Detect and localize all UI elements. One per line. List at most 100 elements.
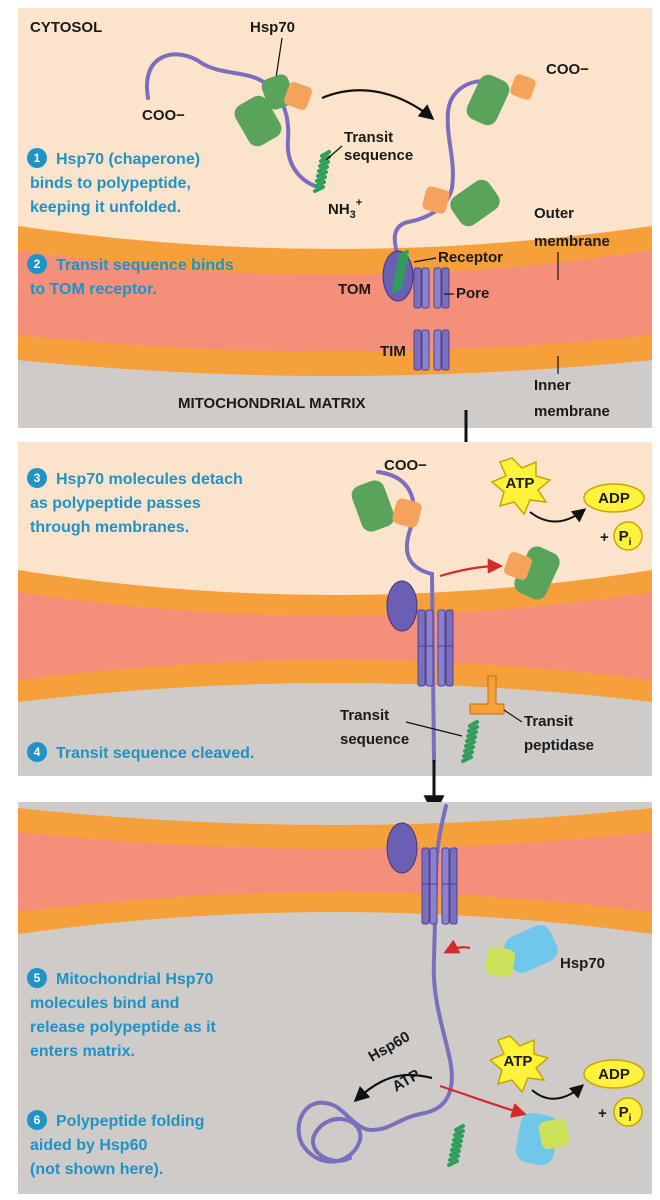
hsp70-complex-left <box>234 74 312 147</box>
matrix-background <box>18 360 652 428</box>
pi-badge <box>613 1097 643 1127</box>
plus-sign: + <box>598 1105 607 1122</box>
adp-label: ADP <box>598 1066 630 1083</box>
mito-hsp70-bind-arrow <box>443 939 471 954</box>
step-5-text-line2: molecules bind and <box>30 995 179 1012</box>
transit-peptidase <box>469 675 505 715</box>
step-1: 1 Hsp70 (chaperone) binds to polypeptide… <box>27 148 200 216</box>
panel-3: Hsp70 ATP ADP + Pi Hsp60 ATP 5 Mitochond… <box>18 802 652 1194</box>
mito-hsp70-release-arrow <box>439 1084 527 1118</box>
transit-leader <box>405 721 463 737</box>
step-2-text-line1: Transit sequence binds <box>56 257 234 274</box>
step-5-number: 5 <box>34 971 41 985</box>
hsp70-green-domain <box>466 74 510 126</box>
pi-badge <box>613 521 643 551</box>
step-3-badge <box>27 468 47 488</box>
transit-leader <box>325 145 343 161</box>
outer-membrane-label-2: membrane <box>534 233 610 250</box>
pi-label: Pi <box>619 1104 632 1124</box>
hsp70-orange-domain <box>284 82 312 110</box>
step-1-number: 1 <box>34 151 41 165</box>
hsp70-green-domain <box>234 95 282 147</box>
nh3-label: NH3+ <box>328 197 362 221</box>
pi-label: Pi <box>619 528 632 548</box>
hsp70-release-arrow <box>439 558 504 578</box>
transit-label-1: Transit <box>344 129 393 146</box>
cytosol-label: CYTOSOL <box>30 19 102 36</box>
polypeptide-chain <box>376 470 436 762</box>
step-3-text-line3: through membranes. <box>30 519 189 536</box>
hsp70-label: Hsp70 <box>250 19 295 36</box>
step-3-text-line1: Hsp70 molecules detach <box>56 471 243 488</box>
adp-badge <box>583 1059 645 1089</box>
transit-label-2: sequence <box>340 731 409 748</box>
hsp70-complex-right-bottom <box>422 179 500 227</box>
mito-hsp70-complex-bottom <box>515 1112 570 1166</box>
hsp70-green-domain <box>351 480 395 532</box>
step-1-text-line1: Hsp70 (chaperone) <box>56 151 200 168</box>
step-2-text-line2: to TOM receptor. <box>30 281 157 298</box>
step-5-text-line1: Mitochondrial Hsp70 <box>56 971 213 988</box>
peptidase-label-2: peptidase <box>524 737 594 754</box>
hsp70-green-domain <box>450 179 500 227</box>
step-6-text-line1: Polypeptide folding <box>56 1113 204 1130</box>
hsp60-folding-arrow <box>353 1073 433 1103</box>
step-6: 6 Polypeptide folding aided by Hsp60 (no… <box>27 1110 204 1178</box>
step-2: 2 Transit sequence binds to TOM receptor… <box>27 254 234 298</box>
matrix-label: MITOCHONDRIAL MATRIX <box>178 395 366 412</box>
panel-2: COO− ATP ADP + Pi Transit sequence Trans… <box>18 442 652 776</box>
step-4-badge <box>27 742 47 762</box>
tom-receptor <box>386 822 418 874</box>
atp-label: ATP <box>504 1053 533 1070</box>
plus-sign: + <box>600 529 609 546</box>
transition-arrow <box>321 89 435 120</box>
step-3-text-line2: as polypeptide passes <box>30 495 201 512</box>
coo-label: COO− <box>384 457 427 474</box>
step-3-number: 3 <box>34 471 41 485</box>
hsp70-orange-domain <box>510 74 536 100</box>
tim-label: TIM <box>380 343 406 360</box>
polypeptide-chain-2 <box>392 79 492 264</box>
mito-hsp70-complex-top <box>484 925 558 978</box>
atp-burst <box>490 457 552 516</box>
mito-hsp70-blue-domain <box>504 925 558 973</box>
hsp70-orange-domain <box>504 552 532 580</box>
peptidase-leader <box>503 709 523 723</box>
transit-label-2: sequence <box>344 147 413 164</box>
hsp70-complex-released <box>504 546 560 600</box>
inner-membrane-label-1: Inner <box>534 377 571 394</box>
step-1-badge <box>27 148 47 168</box>
step-2-badge <box>27 254 47 274</box>
receptor-label: Receptor <box>438 249 503 266</box>
atp-label: ATP <box>506 475 535 492</box>
receptor-leader <box>413 257 437 263</box>
outer-membrane-label-1: Outer <box>534 205 574 222</box>
step-2-number: 2 <box>34 257 41 271</box>
step-1-text-line3: keeping it unfolded. <box>30 199 181 216</box>
hsp70-orange-domain <box>392 498 422 528</box>
tom-receptor <box>386 580 418 632</box>
step-4-number: 4 <box>34 745 41 759</box>
step-5-text-line4: enters matrix. <box>30 1043 135 1060</box>
tom-label: TOM <box>338 281 371 298</box>
hsp70-leader <box>275 37 283 79</box>
step-5-badge <box>27 968 47 988</box>
step-5: 5 Mitochondrial Hsp70 molecules bind and… <box>27 968 217 1060</box>
adp-badge <box>583 483 645 513</box>
coo-right-label: COO− <box>546 61 589 78</box>
transit-label-1: Transit <box>340 707 389 724</box>
atp-hydrolysis-arrow <box>531 1084 585 1100</box>
step-4: 4 Transit sequence cleaved. <box>27 742 254 762</box>
step-6-badge <box>27 1110 47 1130</box>
step-6-text-line3: (not shown here). <box>30 1161 163 1178</box>
hsp70-complex-right-top <box>466 74 536 126</box>
panel-1: CYTOSOL Hsp70 COO− Transit sequence NH3+… <box>18 8 652 428</box>
mito-hsp70-label: Hsp70 <box>560 955 605 972</box>
mito-hsp70-lime-domain <box>484 946 516 978</box>
inner-membrane-label-2: membrane <box>534 403 610 420</box>
mito-hsp70-lime-domain <box>538 1118 570 1150</box>
step-6-number: 6 <box>34 1113 41 1127</box>
intermembrane-space <box>18 832 652 912</box>
hsp70-orange-domain <box>422 186 450 214</box>
